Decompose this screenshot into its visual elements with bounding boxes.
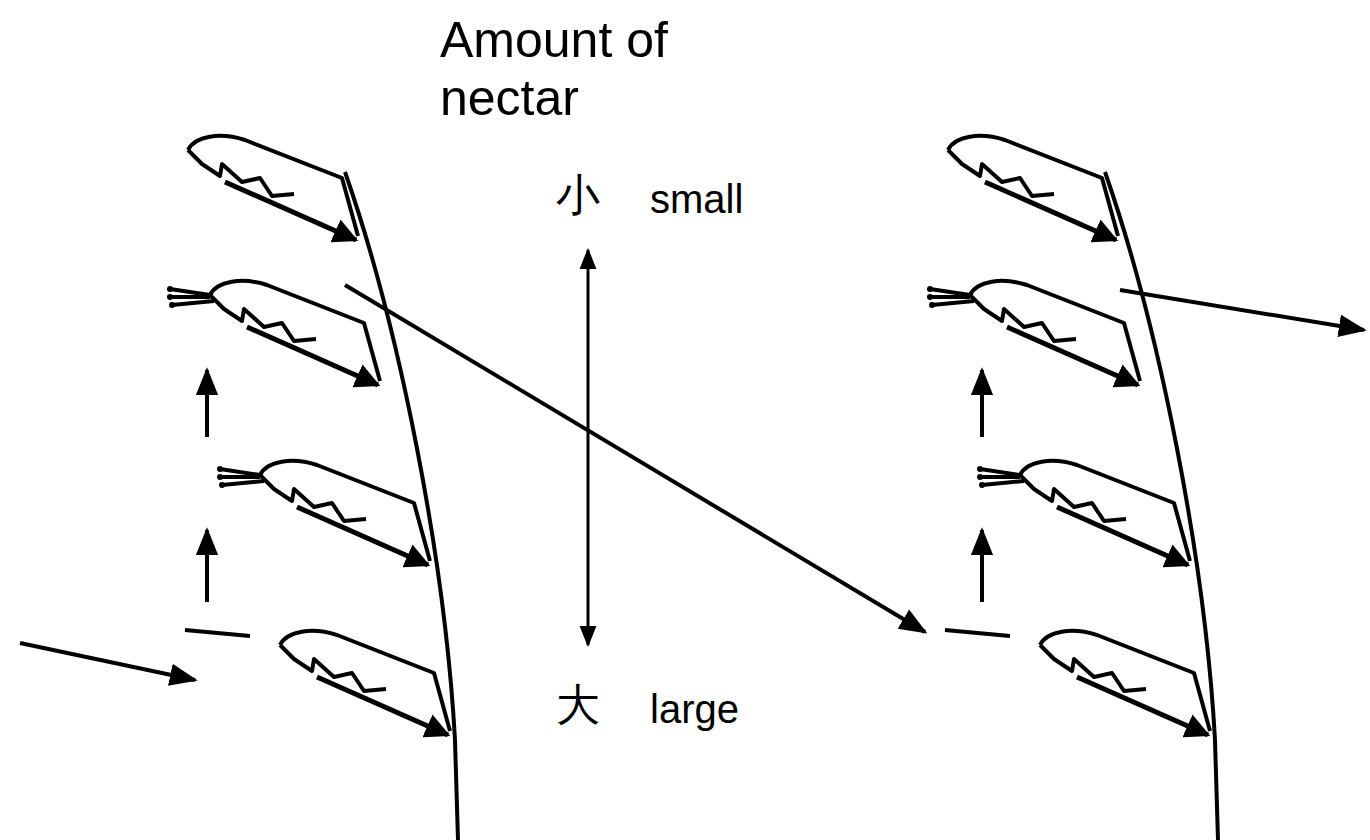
nectar-scale-arrow [587,250,590,645]
scale-end-symbol: 小 [556,170,616,221]
bee-path-arrows [20,285,1364,680]
left-inflorescence [167,136,458,840]
scale-end-label: small [650,176,810,222]
scale-end-label: large [650,686,810,732]
scale-end-symbol: 大 [556,680,616,731]
scale-title: Amount of nectar [440,12,760,127]
right-inflorescence [927,136,1218,840]
